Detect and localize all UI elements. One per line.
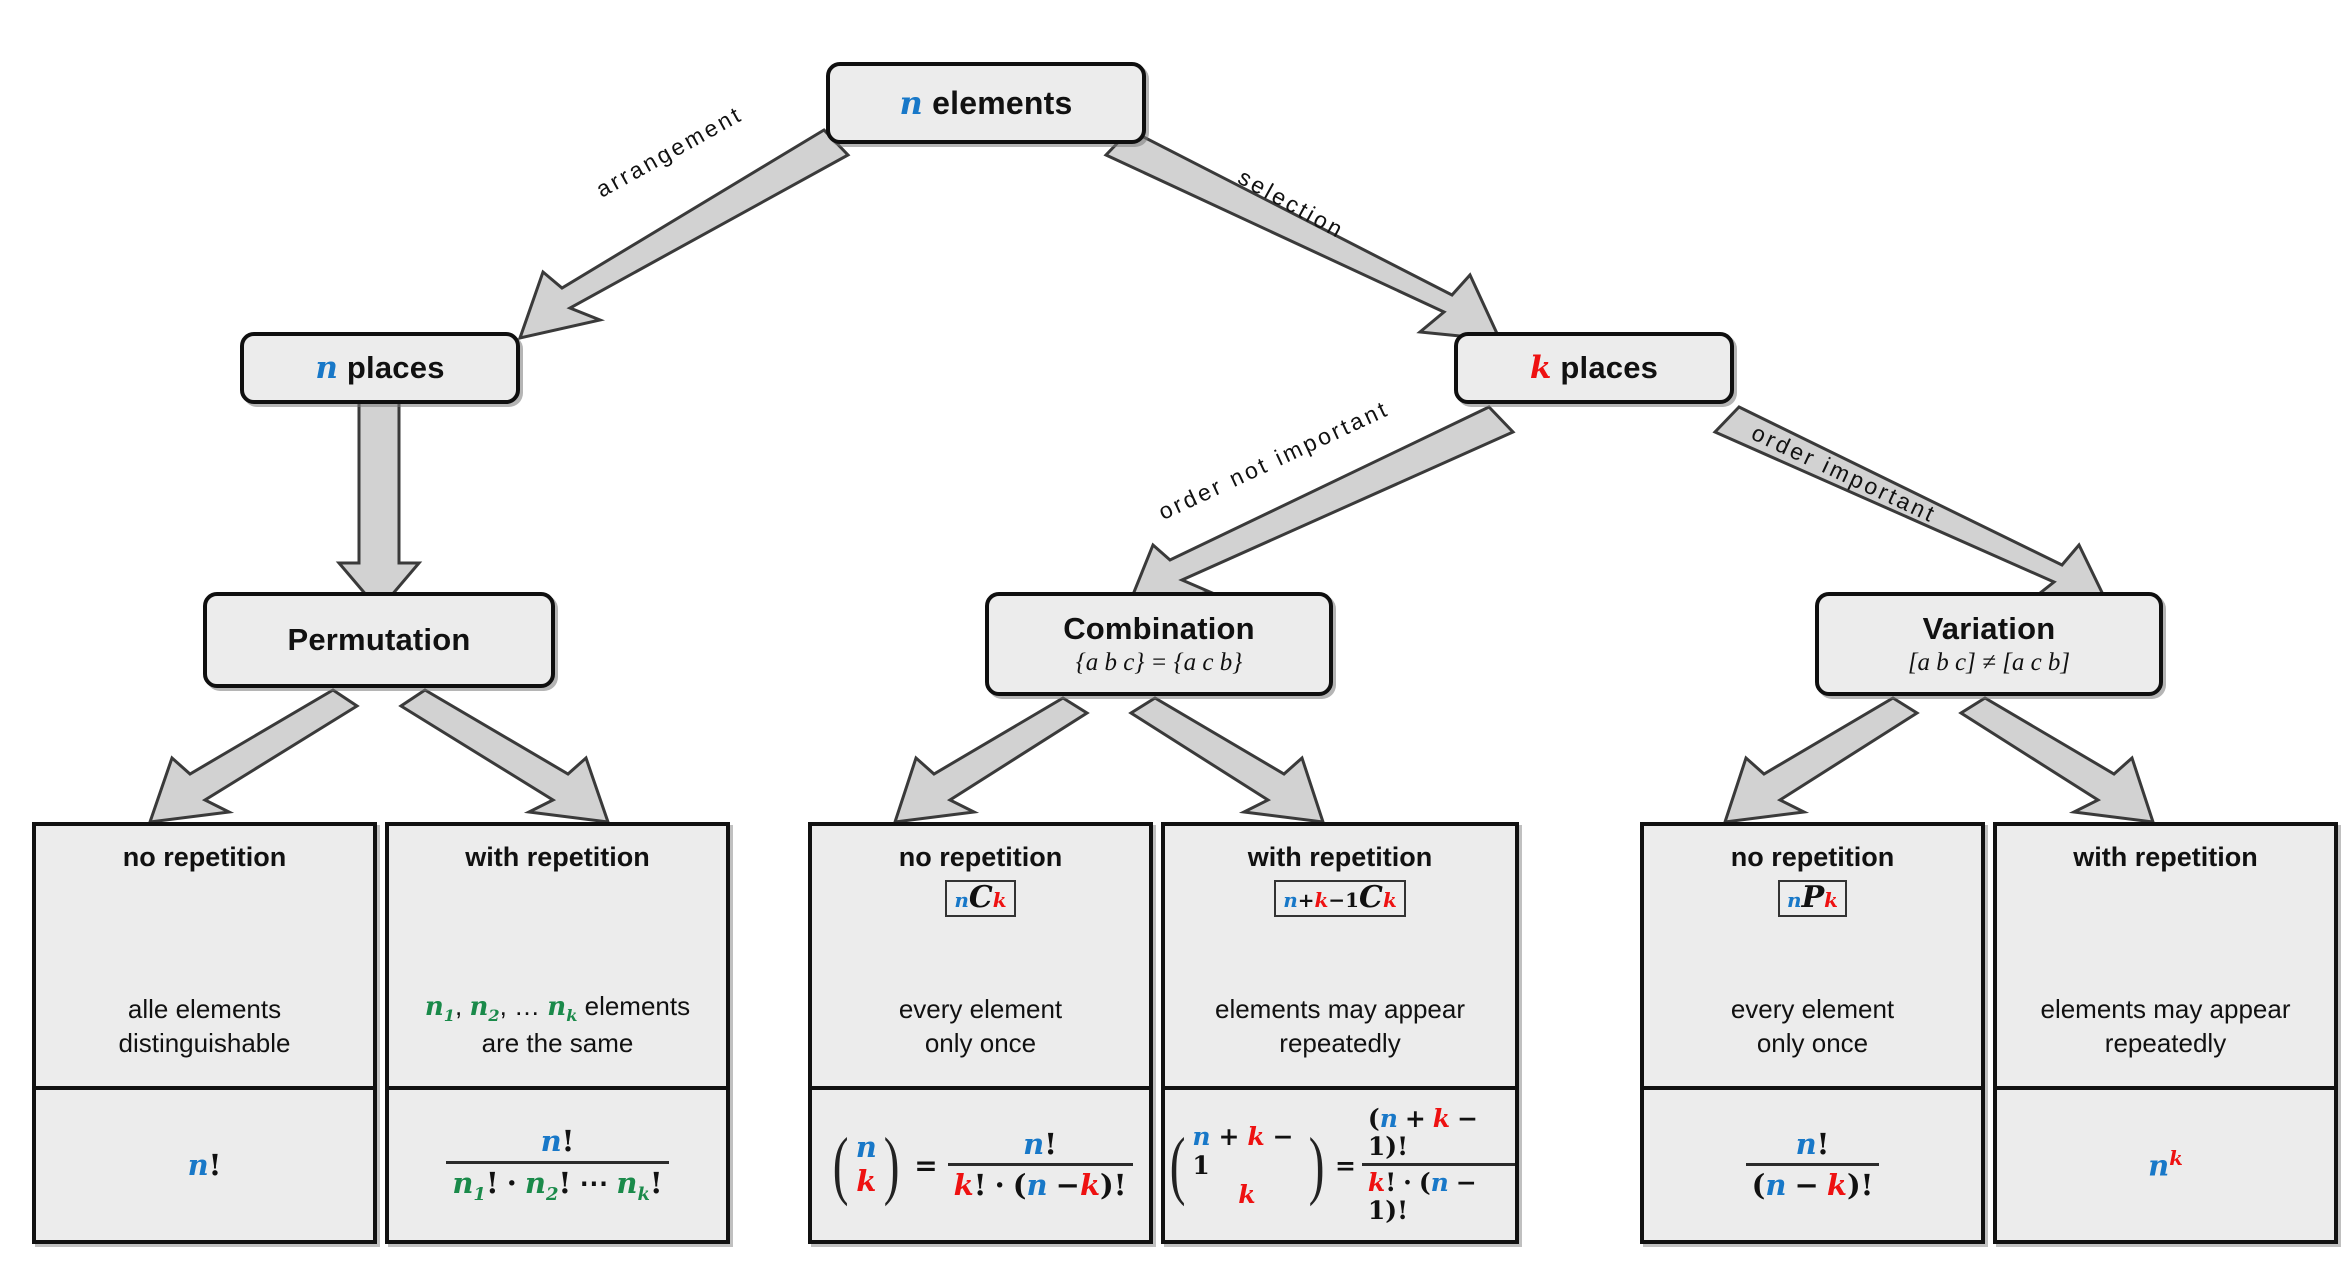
leaf-formula: nk bbox=[2148, 1146, 2183, 1183]
leaf-formula: n! n1! · n2! ⋯ nk! bbox=[389, 1090, 726, 1240]
leaf-desc-line: elements may appear bbox=[1214, 994, 1466, 1025]
node-permutation[interactable]: Permutation bbox=[203, 592, 555, 688]
node-k-places[interactable]: k places bbox=[1454, 332, 1734, 404]
node-root-title: n elements bbox=[900, 84, 1073, 122]
leaf-upper: with repetition n+k−1Ck elements may app… bbox=[1165, 826, 1515, 1090]
node-n-places[interactable]: n places bbox=[240, 332, 520, 404]
leaf-description: every element only once bbox=[899, 993, 1062, 1060]
leaf-upper: no repetition nPk every element only onc… bbox=[1644, 826, 1981, 1090]
arrow-root-to-k-places bbox=[1103, 128, 1503, 342]
leaf-rep-title: with repetition bbox=[1247, 842, 1433, 872]
arrow-combination-to-leaf2 bbox=[1128, 696, 1326, 824]
leaf-desc-line: repeatedly bbox=[2104, 1027, 2227, 1058]
binomial-coefficient: ( n k ) bbox=[833, 1122, 900, 1207]
binomial-coefficient: ( n + k − 1 k ) bbox=[1169, 1121, 1325, 1209]
leaf-desc-line: only once bbox=[924, 1027, 1037, 1058]
arrow-permutation-to-leaf1 bbox=[147, 688, 360, 824]
variable-n: n bbox=[899, 84, 924, 122]
leaf-desc-line: alle elements bbox=[127, 994, 282, 1025]
leaf-formula: n! (n − k)! bbox=[1644, 1090, 1981, 1240]
node-combination-subtitle: {a b c} = {a c b} bbox=[1075, 649, 1243, 676]
leaf-upper: with repetition elements may appear repe… bbox=[1997, 826, 2334, 1090]
arrow-permutation-to-leaf2 bbox=[398, 688, 611, 824]
arrow-root-to-n-places bbox=[517, 128, 851, 341]
leaf-desc-line: only once bbox=[1756, 1027, 1869, 1058]
leaf-description: every element only once bbox=[1731, 993, 1894, 1060]
symbol-n-plus-k-minus-1-C-k: n+k−1Ck bbox=[1274, 880, 1406, 917]
node-permutation-title: Permutation bbox=[287, 622, 471, 657]
leaf-description: n1, n2, … nk elements are the same bbox=[425, 990, 690, 1060]
variable-k: k bbox=[1529, 350, 1552, 386]
arrow-n-places-to-permutation bbox=[335, 398, 423, 613]
node-combination-title: Combination bbox=[1063, 611, 1255, 646]
leaf-perm-no-rep[interactable]: no repetition alle elements distinguisha… bbox=[32, 822, 377, 1244]
leaf-desc-line: every element bbox=[898, 994, 1063, 1025]
variable-n: n bbox=[315, 350, 339, 386]
leaf-desc-line: elements may appear bbox=[2040, 994, 2291, 1025]
leaf-description: alle elements distinguishable bbox=[118, 993, 290, 1060]
arrow-variation-to-leaf1 bbox=[1722, 696, 1920, 824]
leaf-var-no-rep[interactable]: no repetition nPk every element only onc… bbox=[1640, 822, 1985, 1244]
leaf-desc-line: distinguishable bbox=[118, 1027, 291, 1058]
arrow-combination-to-leaf1 bbox=[892, 696, 1090, 824]
symbol-nPk: nPk bbox=[1778, 880, 1847, 917]
node-variation-title: Variation bbox=[1922, 611, 2056, 646]
leaf-formula: n! bbox=[187, 1147, 222, 1182]
leaf-desc-line: n1, n2, … nk elements bbox=[424, 990, 691, 1026]
leaf-perm-with-rep[interactable]: with repetition n1, n2, … nk elements ar… bbox=[385, 822, 730, 1244]
leaf-description: elements may appear repeatedly bbox=[2040, 993, 2290, 1060]
leaf-upper: with repetition n1, n2, … nk elements ar… bbox=[389, 826, 726, 1090]
leaf-formula: ( n + k − 1 k ) = (n + k − 1)! k! · (n −… bbox=[1165, 1090, 1515, 1240]
leaf-desc-line: repeatedly bbox=[1279, 1027, 1401, 1058]
leaf-upper: no repetition nCk every element only onc… bbox=[812, 826, 1149, 1090]
leaf-comb-no-rep[interactable]: no repetition nCk every element only onc… bbox=[808, 822, 1153, 1244]
node-variation-subtitle: [a b c] ≠ [a c b] bbox=[1907, 649, 2071, 676]
leaf-rep-title: with repetition bbox=[465, 842, 650, 872]
leaf-rep-title: no repetition bbox=[1730, 842, 1895, 872]
node-k-places-title: k places bbox=[1530, 350, 1658, 386]
leaf-rep-title: no repetition bbox=[898, 842, 1063, 872]
node-variation[interactable]: Variation [a b c] ≠ [a c b] bbox=[1815, 592, 2163, 696]
leaf-var-with-rep[interactable]: with repetition elements may appear repe… bbox=[1993, 822, 2338, 1244]
node-root[interactable]: n elements bbox=[826, 62, 1146, 144]
leaf-rep-title: with repetition bbox=[2073, 842, 2258, 872]
node-combination[interactable]: Combination {a b c} = {a c b} bbox=[985, 592, 1333, 696]
node-root-label: elements bbox=[932, 85, 1073, 121]
leaf-description: elements may appear repeatedly bbox=[1215, 993, 1465, 1060]
node-n-places-label: places bbox=[346, 350, 445, 385]
leaf-desc-line: are the same bbox=[481, 1027, 634, 1058]
leaf-formula: ( n k ) = n! k! · (n −k)! bbox=[812, 1090, 1149, 1240]
arrow-variation-to-leaf2 bbox=[1958, 696, 2156, 824]
leaf-rep-title: no repetition bbox=[122, 842, 287, 872]
leaf-comb-with-rep[interactable]: with repetition n+k−1Ck elements may app… bbox=[1161, 822, 1519, 1244]
node-n-places-title: n places bbox=[315, 350, 444, 386]
symbol-nCk: nCk bbox=[945, 880, 1016, 917]
leaf-upper: no repetition alle elements distinguisha… bbox=[36, 826, 373, 1090]
leaf-desc-line: every element bbox=[1730, 994, 1895, 1025]
node-k-places-label: places bbox=[1560, 350, 1659, 385]
